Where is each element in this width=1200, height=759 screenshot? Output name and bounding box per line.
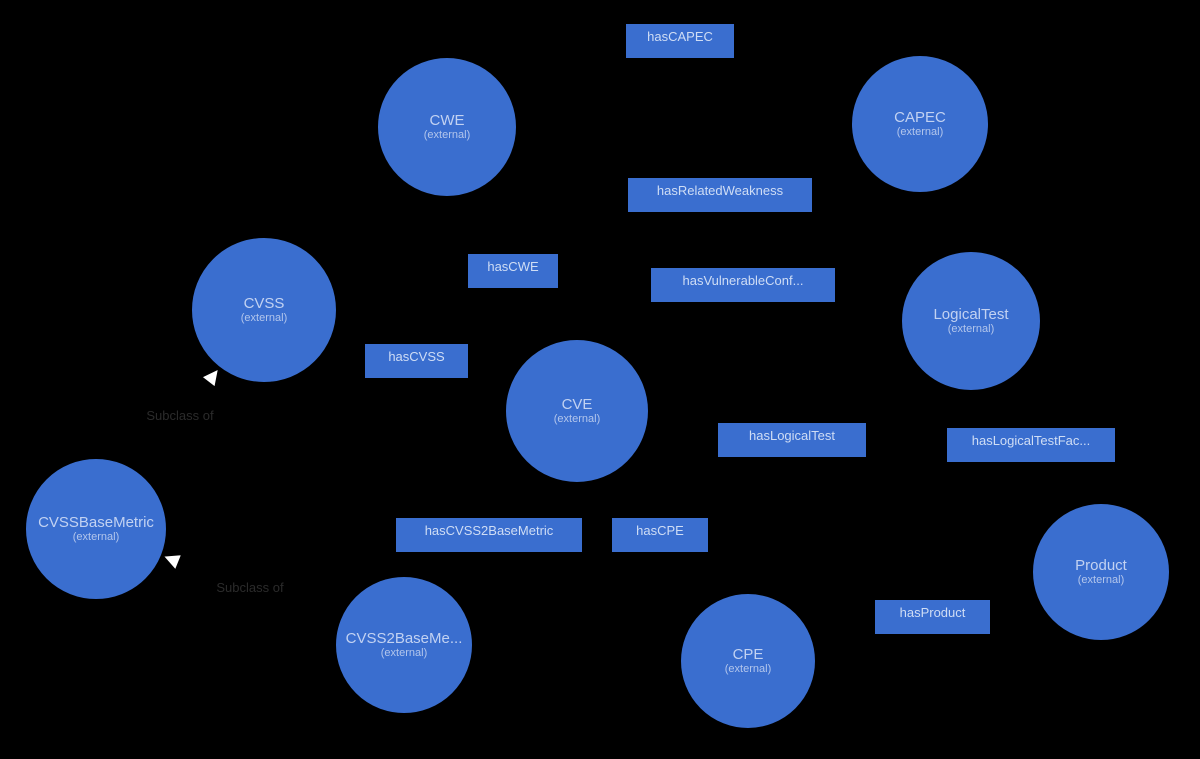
plain-label-subclassof-1: Subclass of (146, 408, 214, 423)
node-sublabel: (external) (896, 126, 944, 138)
graph-edge-haslogicaltest-logicaltest (816, 359, 914, 425)
graph-edge-capec-hasrelatedweakness (767, 146, 854, 180)
graph-node-product[interactable]: Product(external) (1030, 501, 1172, 643)
edge-label-hascpe[interactable]: hasCPE (612, 518, 708, 552)
node-label: CVSS2BaseMe... (345, 630, 463, 647)
edge-label-hascvss[interactable]: hasCVSS (365, 344, 468, 378)
graph-edge-hascpe-cpe (670, 550, 710, 606)
node-sublabel: (external) (724, 663, 772, 675)
edge-label-hasproduct[interactable]: hasProduct (875, 600, 990, 634)
node-sublabel: (external) (553, 413, 601, 425)
graph-edge-haslogicaltestfac-product (1038, 461, 1069, 512)
graph-edge-cve-hascpe (616, 471, 651, 519)
node-label: CWE (429, 112, 465, 129)
graph-edge-cve-hascvss2basemetric (499, 470, 536, 520)
graph-edge-hasvulnerableconf-logicaltest (834, 294, 903, 319)
graph-edge-subclassof2-cvssbasemetric (164, 556, 226, 582)
graph-edge-cve-hasvulnerableconf (634, 300, 722, 368)
graph-edge-hascwe-cwe (475, 190, 507, 255)
graph-node-cvssbasemetric[interactable]: CVSSBaseMetric(external) (23, 456, 169, 602)
node-label: LogicalTest (933, 306, 1009, 323)
graph-node-cvss2basemetric[interactable]: CVSS2BaseMe...(external) (333, 574, 475, 716)
node-sublabel: (external) (423, 129, 471, 141)
graph-edge-hasproduct-product (989, 584, 1035, 608)
graph-node-cwe[interactable]: CWE(external) (375, 55, 519, 199)
edge-label-hascwe[interactable]: hasCWE (468, 254, 558, 288)
node-label: CVSSBaseMetric (38, 514, 154, 531)
edge-label-haslogicaltest[interactable]: hasLogicalTest (718, 423, 866, 457)
graph-edge-cpe-hasproduct (815, 628, 876, 647)
node-sublabel: (external) (947, 323, 995, 335)
node-sublabel: (external) (240, 312, 288, 324)
edge-label-haslogicaltestfac[interactable]: hasLogicalTestFac... (947, 428, 1115, 462)
node-label: CAPEC (894, 109, 946, 126)
edge-label-hasvulnerableconf[interactable]: hasVulnerableConf... (651, 268, 835, 302)
graph-edge-hascvss2basemetric-cvss2basemetric (445, 550, 478, 591)
plain-label-subclassof-2: Subclass of (216, 580, 284, 595)
graph-edge-cvss2basemetric-subclassof2 (278, 600, 338, 623)
graph-node-logicaltest[interactable]: LogicalTest(external) (899, 249, 1043, 393)
graph-node-cpe[interactable]: CPE(external) (678, 591, 818, 731)
edge-label-hasrelatedweakness[interactable]: hasRelatedWeakness (628, 178, 812, 212)
graph-edge-cve-haslogicaltest (650, 419, 719, 432)
edge-layer (139, 56, 1069, 647)
graph-edge-subclassof1-cvss (186, 369, 219, 410)
edge-label-hascapec[interactable]: hasCAPEC (626, 24, 734, 58)
graph-edge-hascvss-cvss (332, 329, 367, 353)
graph-edge-hascapec-capec (728, 56, 856, 106)
graph-node-capec[interactable]: CAPEC(external) (849, 53, 991, 195)
graph-node-cve[interactable]: CVE(external) (503, 337, 651, 485)
node-label: CVSS (243, 295, 285, 312)
graph-edge-logicaltest-haslogicaltestfac (1000, 385, 1025, 429)
node-sublabel: (external) (1077, 574, 1125, 586)
graph-edge-cve-hascwe (519, 287, 548, 345)
graph-edge-hasrelatedweakness-cwe (514, 137, 653, 180)
node-label: CPE (732, 646, 764, 663)
node-label: Product (1075, 557, 1127, 574)
graph-edge-cvssbasemetric-subclassof1 (139, 428, 174, 472)
graph-edge-cve-hascvss (467, 375, 507, 391)
node-sublabel: (external) (380, 647, 428, 659)
node-label: CVE (561, 396, 593, 413)
edge-label-hascvss2basemetric[interactable]: hasCVSS2BaseMetric (396, 518, 582, 552)
graph-edge-cwe-hascapec (513, 56, 635, 104)
node-sublabel: (external) (72, 531, 120, 543)
graph-node-cvss[interactable]: CVSS(external) (189, 235, 339, 385)
